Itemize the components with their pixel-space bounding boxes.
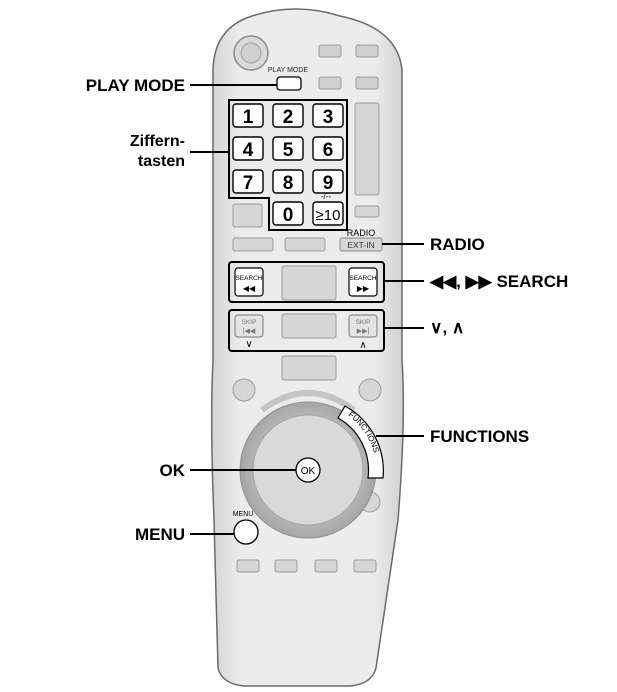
skip-rev-icon: |◀◀ [243,328,256,335]
volume-button[interactable] [354,102,380,196]
callout-ziffern: Ziffern- tasten [130,132,185,172]
digit-key-label: 6 [323,140,334,161]
left-square-button[interactable] [232,203,263,228]
digit-key-7[interactable] [232,169,264,194]
row-button-1[interactable] [232,237,274,252]
center-rect-button[interactable] [281,355,337,381]
bottom-button-2[interactable] [274,559,298,573]
skip-fwd-icon: ▶▶| [357,328,370,335]
digit-key-8[interactable] [272,169,304,194]
digit-key-1[interactable] [232,103,264,128]
digit-key-label: 8 [283,173,294,194]
search-rev-icon: ◀◀ [243,284,256,293]
plus10-key[interactable] [312,201,344,226]
digit-key-label: 2 [283,107,294,128]
digit-key-6[interactable] [312,136,344,161]
skip-rev-button[interactable] [234,314,264,338]
top-button-4[interactable] [355,76,379,90]
top-button-3[interactable] [318,76,342,90]
search-center-button[interactable] [281,265,337,301]
digit-key-label: 3 [323,107,334,128]
ext-in-label: EXT-IN [347,240,374,250]
skip-fwd-label: SKIP [356,319,371,326]
digit-keys: 1 2 3 4 5 6 7 8 9 0 -/-- ≥10 [232,103,344,226]
row-button-2[interactable] [284,237,326,252]
callout-search: ◀◀, ▶▶ SEARCH [430,272,569,291]
digit-key-label: 1 [243,107,254,128]
search-fwd-button[interactable] [348,267,378,297]
bottom-button-4[interactable] [353,559,377,573]
menu-button-label: MENU [233,511,254,518]
digit-key-label: 7 [243,173,254,194]
callout-radio: RADIO [430,235,485,254]
functions-button[interactable] [337,405,384,479]
callout-skip: ∨, ∧ [430,318,465,337]
down-icon: ∨ [245,339,252,350]
right-round-button[interactable] [358,378,382,402]
callout-functions: FUNCTIONS [430,427,530,446]
play-mode-button-label: PLAY MODE [268,67,309,74]
search-fwd-label: SEARCH [349,275,376,282]
ok-button-label: OK [301,466,316,477]
digit-key-5[interactable] [272,136,304,161]
numeric-keypad-frame [228,99,348,231]
search-rev-button[interactable] [234,267,264,297]
digit-key-label: 4 [243,140,254,161]
callout-ziffern-line1: Ziffern- [129,133,185,150]
radio-button-label: RADIO [347,228,376,238]
up-icon: ∧ [359,340,366,351]
left-round-button[interactable] [232,378,256,402]
bottom-button-3[interactable] [314,559,338,573]
dash-label: -/-- [321,192,332,201]
plus10-key-label: ≥10 [316,207,341,224]
callout-ok: OK [159,461,186,480]
skip-fwd-button[interactable] [348,314,378,338]
skip-center-button[interactable] [281,313,337,339]
digit-key-0[interactable] [272,201,304,226]
callout-play-mode: PLAY MODE [85,76,185,95]
callout-menu: MENU [134,525,185,544]
search-fwd-icon: ▶▶ [357,284,370,293]
search-rev-label: SEARCH [235,275,262,282]
play-mode-button[interactable] [276,76,302,91]
digit-key-3[interactable] [312,103,344,128]
top-button-1[interactable] [318,44,342,58]
small-right-button[interactable] [354,205,380,218]
digit-key-label: 9 [323,173,334,194]
top-button-2[interactable] [355,44,379,58]
bottom-button-1[interactable] [236,559,260,573]
menu-button[interactable] [233,519,259,545]
digit-key-label: 5 [283,140,294,161]
callout-ziffern-line2: tasten [137,153,185,170]
nav-ring-top [260,390,356,413]
digit-key-9[interactable] [312,169,344,194]
digit-key-4[interactable] [232,136,264,161]
skip-frame [228,309,385,352]
skip-rev-label: SKIP [242,319,257,326]
digit-key-2[interactable] [272,103,304,128]
digit-key-label: 0 [283,205,294,226]
